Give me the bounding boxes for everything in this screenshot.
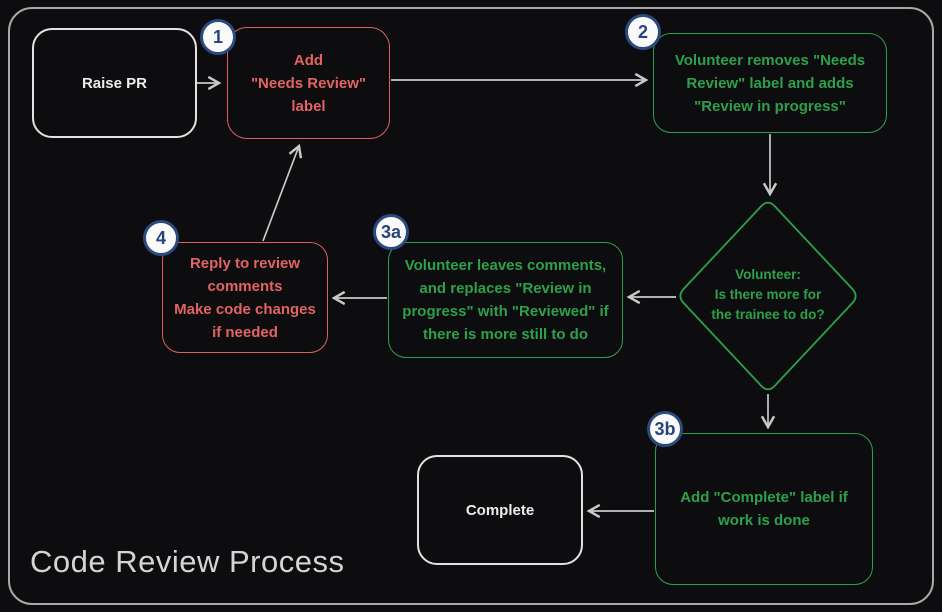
node-reply-to-review-comments: Reply to review comments Make code chang… xyxy=(162,242,328,353)
node-add-needs-review-label: Add "Needs Review" label xyxy=(227,27,390,139)
step-badge-3a: 3a xyxy=(373,214,409,250)
decision-diamond-shape xyxy=(679,201,857,391)
node-complete: Complete xyxy=(417,455,583,565)
node-decision-label: Volunteer: Is there more for the trainee… xyxy=(711,267,825,322)
step-badge-2: 2 xyxy=(625,14,661,50)
edge-step4-to-step1 xyxy=(262,143,303,242)
node-raise-pr: Raise PR xyxy=(32,28,197,138)
node-volunteer-leaves-comments: Volunteer leaves comments, and replaces … xyxy=(388,242,623,358)
step-badge-4: 4 xyxy=(143,220,179,256)
step-badge-1: 1 xyxy=(200,19,236,55)
node-volunteer-removes-label: Volunteer removes "Needs Review" label a… xyxy=(653,33,887,133)
node-add-complete-label: Add "Complete" label if work is done xyxy=(655,433,873,585)
diagram-title: Code Review Process xyxy=(30,544,345,579)
step-badge-3b: 3b xyxy=(647,411,683,447)
